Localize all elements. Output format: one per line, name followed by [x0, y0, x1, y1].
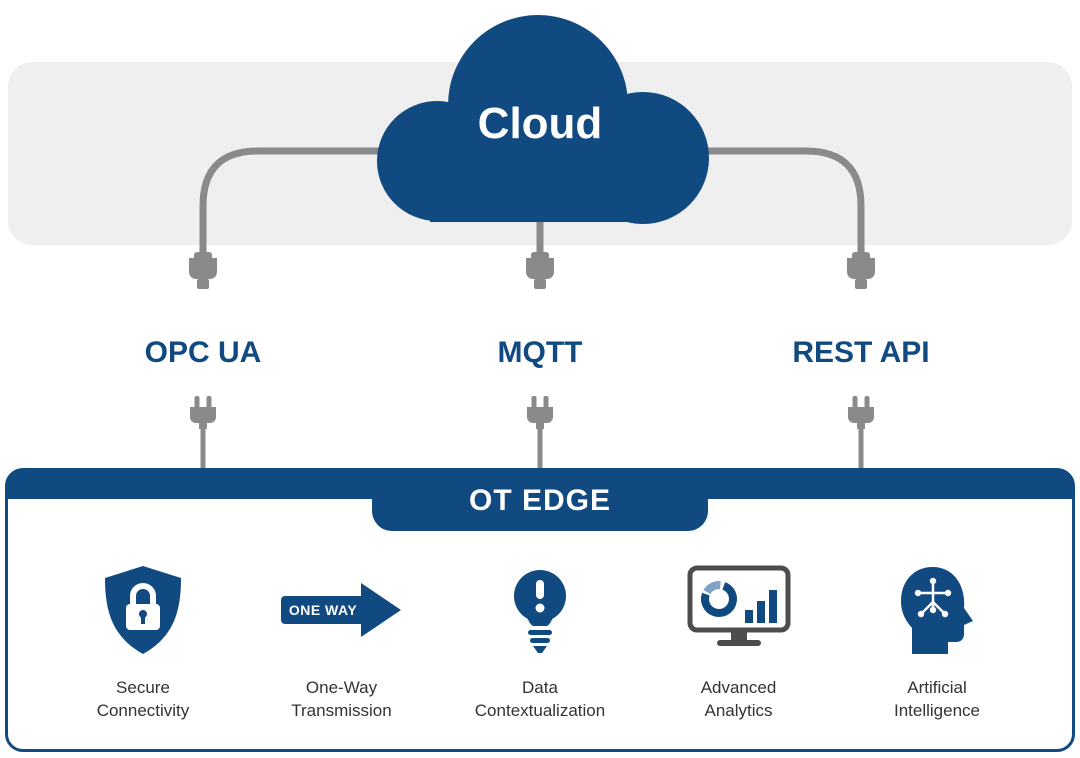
feature-data-contextualization: Data Contextualization — [447, 561, 633, 723]
cloud-shape: Cloud — [377, 15, 709, 224]
caption-line: Connectivity — [96, 700, 190, 720]
caption-line: Artificial — [907, 678, 967, 697]
ot-edge-tab: OT EDGE — [372, 471, 708, 531]
edge-features-row: Secure Connectivity ONE WAY One-Way Tran… — [8, 561, 1072, 723]
plug-up-icon — [848, 396, 874, 470]
feature-icon-box — [687, 561, 791, 659]
caption-line: Contextualization — [474, 700, 606, 720]
ot-edge-box: OT EDGE Secure Connectivity — [5, 468, 1075, 752]
protocol-label-rest-api: REST API — [792, 336, 929, 369]
feature-caption: Artificial Intelligence — [894, 677, 980, 723]
analytics-monitor-icon — [687, 565, 790, 646]
lightbulb-alert-icon — [514, 570, 566, 653]
ai-head-icon — [901, 567, 973, 654]
shield-lock-icon — [105, 566, 181, 654]
feature-artificial-intelligence: Artificial Intelligence — [844, 561, 1030, 723]
plug-icon — [189, 252, 217, 289]
plug-up-icon — [190, 396, 216, 470]
plug-icon — [847, 252, 875, 289]
cable-left — [199, 147, 430, 258]
one-way-arrow-icon: ONE WAY — [280, 583, 401, 637]
caption-line: Analytics — [704, 700, 773, 720]
feature-icon-box — [893, 561, 981, 659]
cable-right — [650, 147, 865, 258]
plug-up-icon — [527, 396, 553, 470]
caption-line: Secure — [116, 678, 170, 697]
feature-caption: One-Way Transmission — [291, 677, 391, 723]
caption-line: Advanced — [700, 678, 777, 697]
feature-caption: Advanced Analytics — [701, 677, 777, 723]
feature-secure-connectivity: Secure Connectivity — [50, 561, 236, 723]
caption-line: Data — [522, 678, 558, 697]
feature-icon-box — [505, 561, 575, 659]
feature-one-way-transmission: ONE WAY One-Way Transmission — [249, 561, 435, 723]
feature-caption: Data Contextualization — [475, 677, 605, 723]
caption-line: Transmission — [291, 700, 392, 720]
cloud-connectivity-artwork: Cloud OPC UA MQTT REST API — [8, 15, 1072, 470]
caption-line: One-Way — [305, 678, 378, 697]
feature-advanced-analytics: Advanced Analytics — [646, 561, 832, 723]
feature-icon-box: ONE WAY — [280, 561, 403, 659]
plug-icon — [526, 252, 554, 289]
ot-edge-title: OT EDGE — [468, 484, 611, 517]
protocol-label-opc-ua: OPC UA — [145, 336, 262, 369]
cloud-label: Cloud — [478, 99, 603, 148]
protocol-label-mqtt: MQTT — [498, 336, 583, 369]
feature-icon-box — [100, 561, 186, 659]
one-way-badge-text: ONE WAY — [288, 602, 356, 618]
feature-caption: Secure Connectivity — [97, 677, 190, 723]
caption-line: Intelligence — [893, 700, 980, 720]
